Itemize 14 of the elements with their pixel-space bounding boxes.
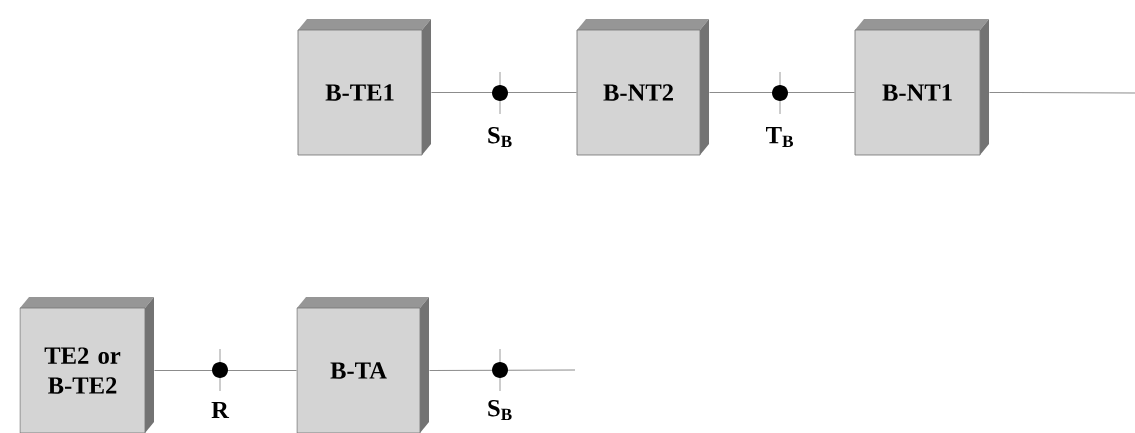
cube-box: B-TE1: [297, 19, 431, 156]
cube-box: B-NT2: [576, 19, 709, 156]
reference-point-label: R: [211, 401, 230, 419]
connector-line: [153, 369, 298, 372]
connector-line: [988, 91, 1135, 94]
connector-line: [708, 91, 856, 93]
cube-box: B-TA: [296, 297, 429, 433]
reference-point-label: T$_{B}$: [766, 127, 794, 147]
cube-box: TE2 or B-TE2: [19, 297, 154, 433]
connector-line: [428, 369, 576, 372]
reference-point-label: S$_{B}$: [488, 126, 512, 148]
reference-point-label: S$_{B}$: [488, 399, 512, 421]
cube-box: B-NT1: [854, 19, 989, 156]
connector-line: [430, 91, 578, 93]
